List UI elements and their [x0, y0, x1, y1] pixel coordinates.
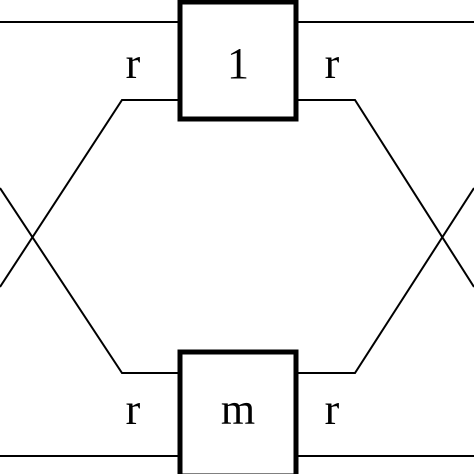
port-label-bottom-right: r	[325, 385, 340, 434]
wire-right-lower-crossing	[296, 187, 474, 374]
node-box-bottom	[177, 349, 299, 474]
port-label-top-left: r	[126, 39, 141, 88]
wire-left-upper-crossing	[0, 99, 180, 288]
wire-right-upper-crossing	[296, 99, 474, 288]
port-label-bottom-left: r	[126, 385, 141, 434]
node-box-top	[177, 0, 299, 122]
node-label-bottom: m	[221, 385, 255, 434]
node-label-top: 1	[227, 39, 249, 88]
port-label-top-right: r	[325, 39, 340, 88]
wire-left-lower-crossing	[0, 187, 180, 374]
